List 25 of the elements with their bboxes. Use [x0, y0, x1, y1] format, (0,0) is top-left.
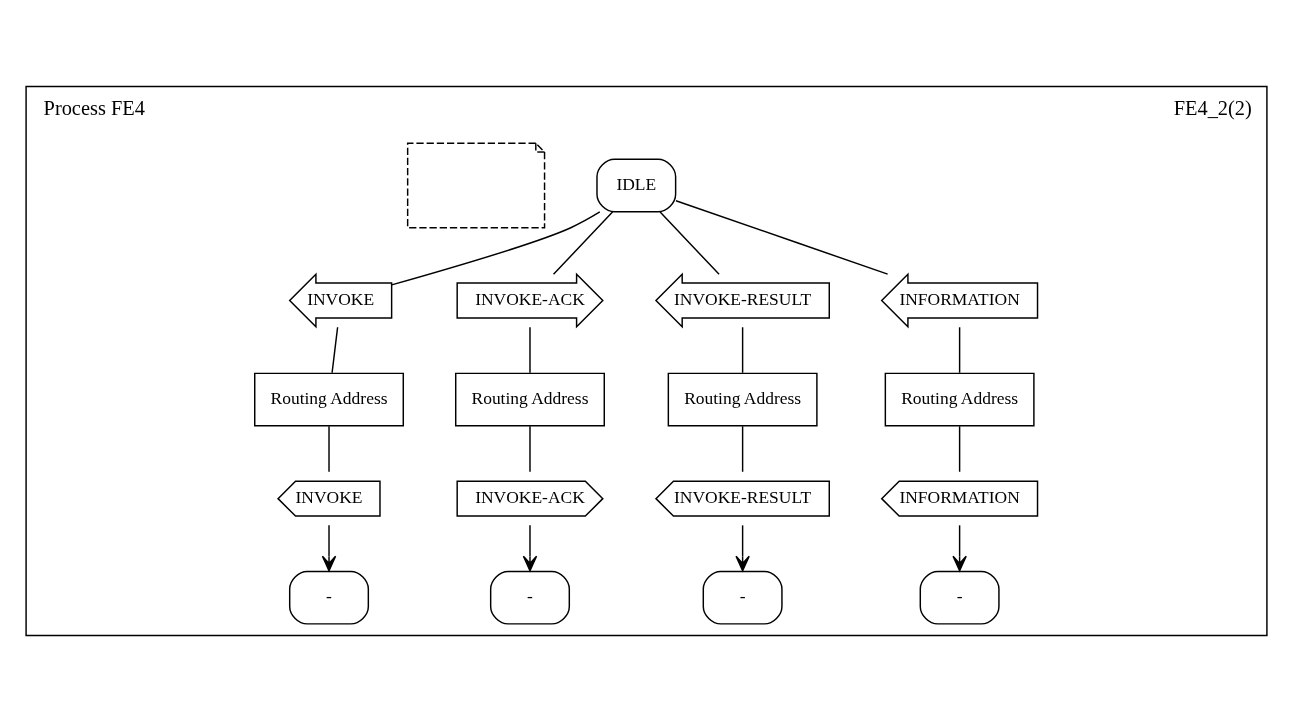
- node-box: -: [288, 570, 370, 625]
- node-box: -: [702, 570, 783, 625]
- connector: [958, 425, 961, 473]
- connector: [741, 326, 744, 374]
- node-box: Routing Address: [884, 372, 1035, 427]
- node-box: Routing Address: [455, 372, 605, 427]
- arrow: [522, 524, 538, 572]
- connector: [958, 326, 961, 374]
- node-box: -: [919, 570, 1000, 625]
- arrow: [952, 524, 967, 572]
- connector: [529, 425, 531, 473]
- connector: [659, 211, 720, 276]
- connector: [328, 425, 330, 473]
- connector: [675, 200, 889, 275]
- node-box: Routing Address: [667, 372, 818, 427]
- connector: [741, 425, 744, 473]
- connector: [331, 326, 339, 374]
- node-box: -: [489, 570, 571, 625]
- connector: [390, 211, 601, 286]
- arrow: [735, 524, 750, 572]
- arrow: [321, 524, 337, 572]
- node-box: IDLE: [596, 158, 677, 213]
- node-box: Routing Address: [254, 372, 405, 427]
- connector: [529, 326, 531, 374]
- connector: [552, 211, 614, 276]
